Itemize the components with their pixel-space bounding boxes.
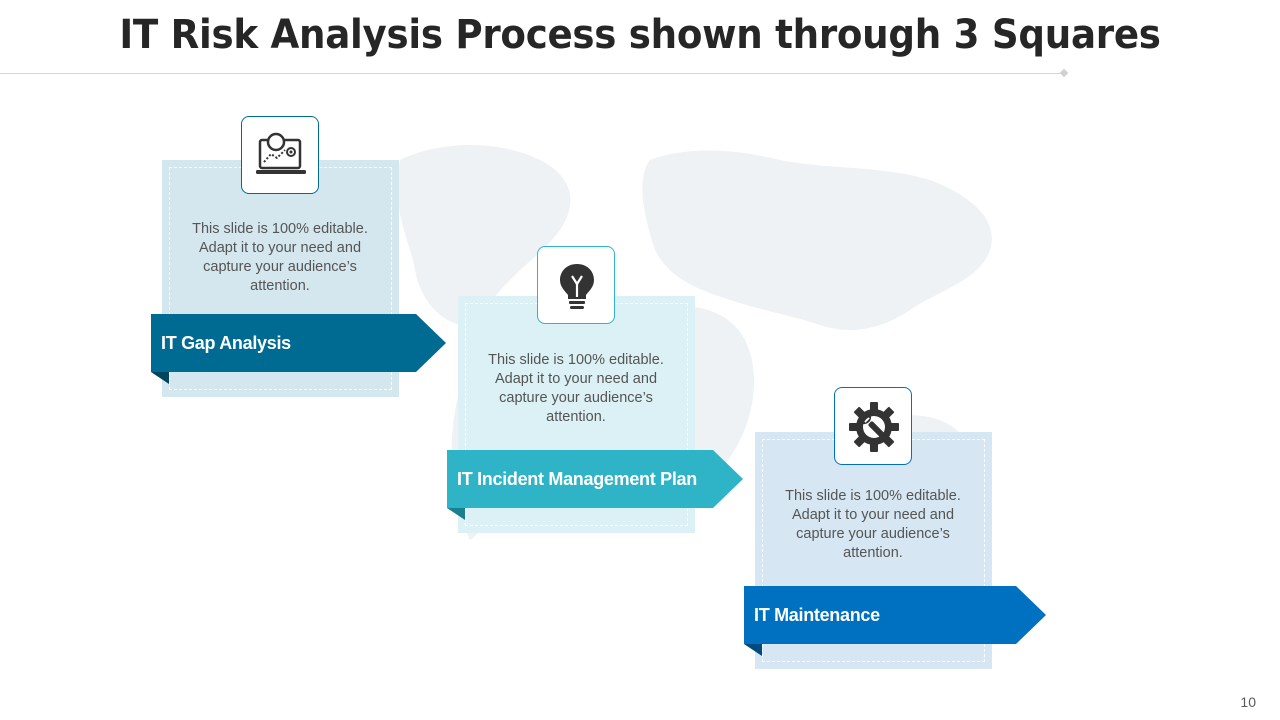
page-number: 10 [1240, 694, 1256, 710]
title-divider-end-dot [1059, 68, 1069, 78]
step-1-label: IT Gap Analysis [161, 333, 291, 353]
step-1-icon-frame [241, 116, 319, 194]
step-2-label: IT Incident Management Plan [457, 469, 697, 489]
lightbulb-icon [560, 264, 594, 309]
step-2-icon-frame [537, 246, 615, 324]
title-divider [0, 73, 1064, 74]
step-2-ribbon: IT Incident Management Plan [447, 450, 743, 520]
laptop-magnifier-icon [256, 132, 306, 174]
step-3-label: IT Maintenance [754, 605, 880, 625]
step-3-ribbon: IT Maintenance [744, 586, 1046, 656]
step-3-icon-frame [834, 387, 912, 465]
step-2-description: This slide is 100% editable. Adapt it to… [488, 352, 664, 425]
step-1-description: This slide is 100% editable. Adapt it to… [192, 221, 368, 294]
step-3-description: This slide is 100% editable. Adapt it to… [785, 488, 961, 561]
step-1-ribbon: IT Gap Analysis [151, 314, 446, 384]
slide-title: IT Risk Analysis Process shown through 3… [119, 12, 1161, 58]
gear-wrench-icon [849, 402, 899, 452]
